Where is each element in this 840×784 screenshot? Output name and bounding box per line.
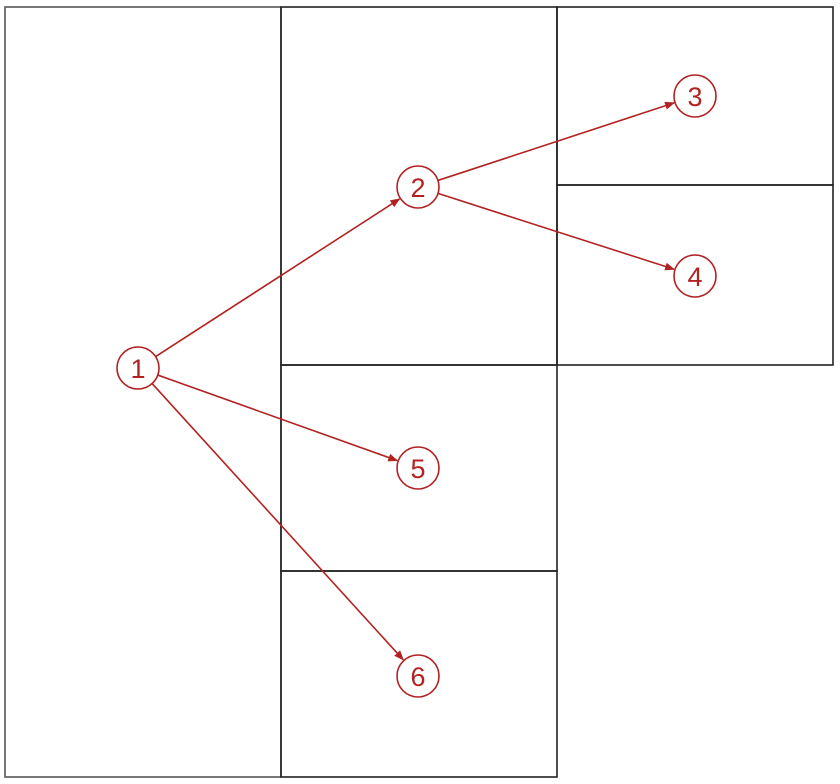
node-circle	[673, 254, 717, 298]
edges-group	[151, 101, 676, 661]
node-5: 5	[396, 446, 440, 490]
node-circle	[396, 446, 440, 490]
panel-node-4	[556, 184, 834, 366]
panel-node-6	[280, 570, 558, 778]
node-label: 2	[410, 173, 425, 203]
node-label: 3	[687, 82, 702, 112]
edge-1-to-2	[155, 198, 401, 358]
node-4: 4	[673, 254, 717, 298]
node-circle	[673, 74, 717, 118]
node-label: 4	[687, 262, 702, 292]
node-2: 2	[396, 165, 440, 209]
node-label: 1	[130, 354, 145, 384]
node-3: 3	[673, 74, 717, 118]
node-circle	[116, 346, 160, 390]
edge-2-to-3	[437, 101, 676, 182]
node-circle	[396, 165, 440, 209]
node-label: 6	[410, 662, 425, 692]
node-1: 1	[116, 346, 160, 390]
panel-node-1	[4, 6, 282, 778]
node-circle	[396, 654, 440, 698]
nodes-group: 1 2 3 4 5 6	[116, 74, 717, 698]
node-6: 6	[396, 654, 440, 698]
edge-1-to-6	[151, 383, 404, 661]
edge-1-to-5	[157, 374, 399, 462]
node-label: 5	[410, 454, 425, 484]
edge-2-to-4	[437, 192, 676, 271]
